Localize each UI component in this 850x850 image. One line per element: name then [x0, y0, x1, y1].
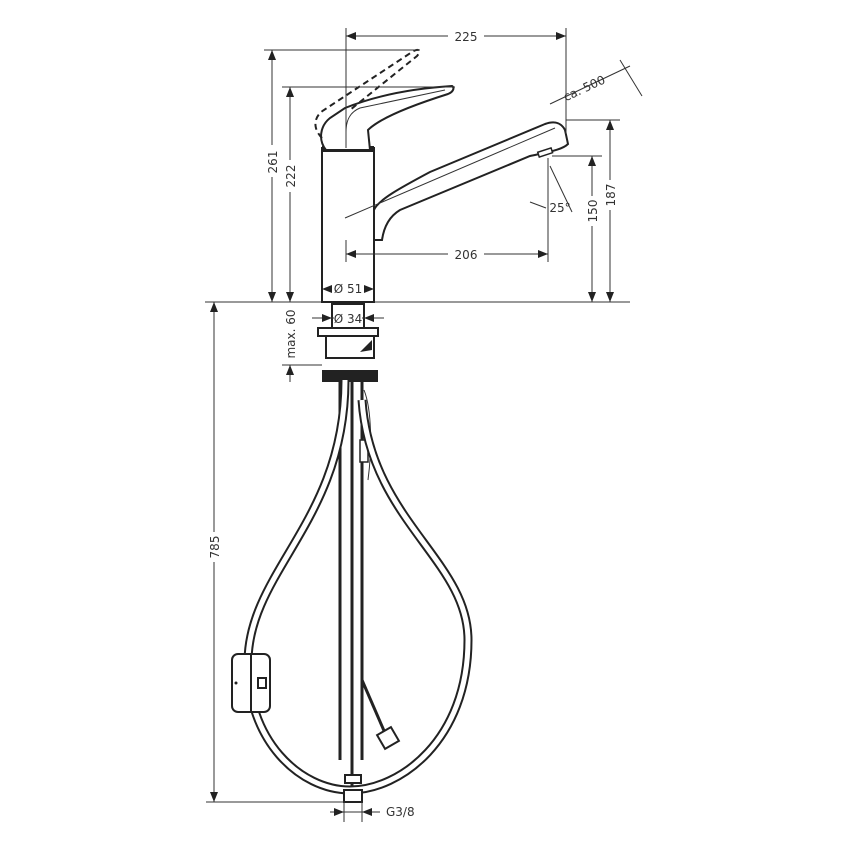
arrow — [364, 314, 374, 322]
arrow — [588, 156, 596, 166]
nut-detail — [360, 340, 372, 352]
lever-alt-position — [314, 48, 421, 139]
hose-weight-slot — [257, 677, 267, 689]
angle-line — [549, 165, 573, 213]
connector-nut-top — [344, 774, 362, 784]
dim-deck-thickness-label: max. 60 — [284, 309, 298, 358]
dim-body-diameter-label: Ø 51 — [334, 282, 363, 296]
pullout-hose-inner — [245, 379, 471, 793]
arrow — [286, 365, 294, 375]
dim-spout-height-label: 187 — [604, 184, 618, 207]
hose-weight-dot — [234, 681, 238, 685]
arrow — [556, 32, 566, 40]
arrow — [364, 285, 374, 293]
dim-angle-label: 25° — [549, 201, 570, 215]
spray-outlet — [536, 146, 554, 158]
arrow — [588, 292, 596, 302]
dim-outlet-label: 206 — [455, 248, 478, 262]
dim-outlet-height-label: 150 — [586, 200, 600, 223]
arrow — [286, 292, 294, 302]
dim-total-height-label: 261 — [266, 151, 280, 174]
dim-pullout-label: ca. 500 — [561, 73, 607, 104]
ext-line — [619, 59, 643, 97]
dim-hose-length-label: 785 — [208, 536, 222, 559]
arrow — [606, 120, 614, 130]
arrow — [268, 50, 276, 60]
arrow — [346, 250, 356, 258]
spout-detail-line — [344, 127, 556, 219]
lever — [320, 84, 455, 151]
fixing-ring — [322, 370, 378, 382]
connector-diagonal — [375, 725, 401, 751]
pull-out-spout — [373, 121, 570, 241]
dim-lever-height-label: 222 — [284, 165, 298, 188]
dim-500-line — [549, 65, 631, 105]
arrow — [210, 792, 218, 802]
arrow — [346, 32, 356, 40]
arrow — [334, 808, 344, 816]
arrow — [268, 292, 276, 302]
arrow — [538, 250, 548, 258]
dim-thread-label: G3/8 — [386, 805, 415, 819]
arrow — [322, 285, 332, 293]
dim-shank-diameter-label: Ø 34 — [334, 312, 363, 326]
arrow — [210, 302, 218, 312]
tap-body — [321, 147, 375, 303]
dim-reach-label: 225 — [455, 30, 478, 44]
arrow — [286, 87, 294, 97]
arrow — [362, 808, 372, 816]
connector-nut — [343, 789, 363, 803]
mounting-nut — [325, 335, 375, 359]
diagonal-hose — [360, 679, 390, 741]
pullout-hose-loop — [243, 379, 473, 795]
angle-arrow-line — [529, 201, 547, 209]
mounting-plate — [317, 327, 379, 337]
arrow — [322, 314, 332, 322]
arrow — [606, 292, 614, 302]
